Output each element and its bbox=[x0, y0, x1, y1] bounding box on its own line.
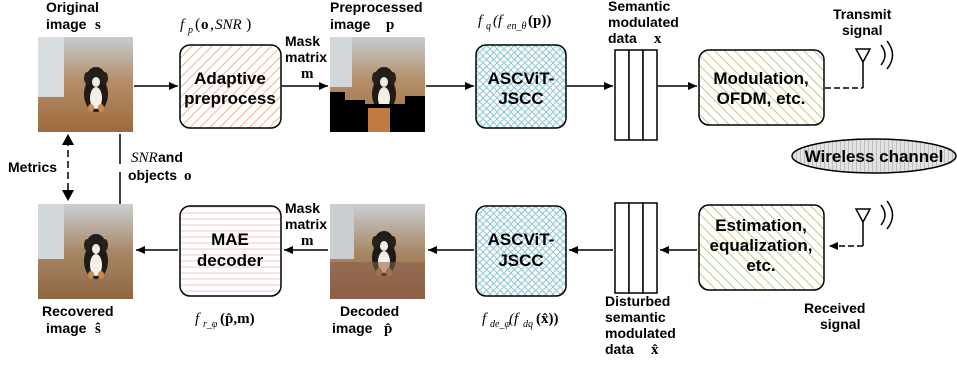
svg-text:and: and bbox=[158, 149, 183, 165]
transmit-label: Transmit bbox=[833, 6, 892, 22]
encoder-block: ASCViT- JSCC bbox=[475, 44, 567, 129]
disturbed-data-label-3: modulated bbox=[605, 325, 676, 341]
svg-text:dq: dq bbox=[523, 319, 533, 330]
modulation-block: Modulation, OFDM, etc. bbox=[698, 49, 825, 126]
svg-text:preprocess: preprocess bbox=[184, 89, 276, 108]
recovered-image-label: Recovered bbox=[42, 303, 114, 319]
svg-text:f: f bbox=[482, 311, 488, 327]
mask-matrix-bottom-label-2: matrix bbox=[285, 216, 327, 232]
svg-text:Adaptive: Adaptive bbox=[194, 69, 266, 88]
svg-text:o: o bbox=[201, 17, 209, 33]
feedback-label: SNR and objects o bbox=[128, 149, 192, 184]
svg-text:f: f bbox=[180, 17, 186, 33]
svg-text:MAE: MAE bbox=[211, 230, 249, 249]
disturbed-data-label-2: semantic bbox=[605, 309, 666, 325]
estimation-block: Estimation, equalization, etc. bbox=[698, 204, 825, 291]
encoder-function: f q (f en_θ (p)) bbox=[478, 13, 551, 32]
original-image bbox=[38, 37, 133, 132]
svg-text:OFDM, etc.: OFDM, etc. bbox=[717, 89, 806, 108]
svg-text:etc.: etc. bbox=[746, 256, 775, 275]
svg-text:r_φ: r_φ bbox=[203, 319, 218, 330]
received-label: Received bbox=[804, 300, 865, 316]
svg-text:f: f bbox=[195, 311, 201, 327]
semantic-data-label-3: data bbox=[608, 30, 637, 46]
svg-text:): ) bbox=[246, 16, 251, 33]
svg-text:p: p bbox=[187, 25, 193, 36]
mask-matrix-bottom-label: Mask bbox=[285, 200, 320, 216]
svg-text:SNR: SNR bbox=[131, 150, 158, 166]
svg-text:o: o bbox=[184, 168, 192, 184]
svg-text:(p̂,m): (p̂,m) bbox=[220, 311, 255, 327]
mask-matrix-top-label: Mask bbox=[285, 33, 320, 49]
svg-text:de_φ: de_φ bbox=[490, 319, 510, 330]
svg-text:f: f bbox=[478, 13, 484, 29]
decoded-image bbox=[330, 204, 425, 299]
decoded-image-label: Decoded bbox=[340, 303, 399, 319]
symbol-s: s bbox=[95, 17, 101, 33]
svg-text:(x̂)): (x̂)) bbox=[536, 311, 559, 327]
semantic-data-label-2: modulated bbox=[608, 14, 679, 30]
disturbed-data-label: Disturbed bbox=[605, 293, 670, 309]
transmit-antenna-icon bbox=[854, 40, 894, 88]
svg-text:(: ( bbox=[195, 16, 200, 33]
svg-text:equalization,: equalization, bbox=[710, 236, 813, 255]
recovered-image-label-2: image bbox=[46, 320, 87, 336]
svg-text:(f: (f bbox=[493, 13, 504, 29]
symbol-m-bottom: m bbox=[301, 233, 314, 249]
metrics-label: Metrics bbox=[8, 159, 57, 175]
received-label-2: signal bbox=[820, 316, 860, 332]
svg-text:ASCViT-: ASCViT- bbox=[488, 230, 555, 249]
reconstruction-function: f r_φ (p̂,m) bbox=[195, 311, 255, 330]
disturbed-data-label-4: data bbox=[605, 341, 634, 357]
decoder-function: f de_φ (f dq (x̂)) bbox=[482, 311, 559, 330]
preprocessed-image-label-2: image bbox=[330, 16, 371, 32]
svg-text:(p)): (p)) bbox=[528, 13, 551, 29]
symbol-m-top: m bbox=[301, 66, 314, 82]
preprocessed-image bbox=[330, 37, 425, 132]
disturbed-data-bars bbox=[614, 202, 658, 294]
svg-text:JSCC: JSCC bbox=[498, 89, 543, 108]
metrics-link bbox=[62, 134, 74, 201]
svg-text:objects: objects bbox=[128, 167, 177, 183]
transmit-label-2: signal bbox=[842, 22, 882, 38]
original-image-label-2: image bbox=[46, 16, 87, 32]
mask-matrix-top-label-2: matrix bbox=[285, 49, 327, 65]
decoder-block: ASCViT- JSCC bbox=[475, 205, 567, 297]
svg-text:,: , bbox=[210, 16, 214, 33]
semantic-data-label: Semantic bbox=[608, 0, 670, 14]
symbol-p-hat: p̂ bbox=[384, 321, 392, 337]
svg-text:en_θ: en_θ bbox=[507, 21, 526, 32]
svg-text:q: q bbox=[486, 21, 491, 32]
svg-text:Wireless channel: Wireless channel bbox=[805, 147, 944, 166]
svg-text:decoder: decoder bbox=[197, 251, 264, 270]
preprocessed-image-label: Preprocessed bbox=[330, 0, 423, 15]
semantic-data-bars bbox=[614, 49, 658, 141]
symbol-x-hat: x̂ bbox=[651, 342, 659, 358]
svg-text:(f: (f bbox=[509, 311, 520, 327]
preprocess-function: f p ( o , SNR ) bbox=[180, 16, 251, 36]
symbol-p: p bbox=[386, 17, 394, 33]
svg-text:JSCC: JSCC bbox=[498, 251, 543, 270]
symbol-s-hat: ŝ bbox=[95, 321, 101, 337]
svg-text:Estimation,: Estimation, bbox=[715, 216, 807, 235]
svg-text:SNR: SNR bbox=[215, 17, 242, 33]
svg-text:Modulation,: Modulation, bbox=[713, 69, 808, 88]
svg-text:ASCViT-: ASCViT- bbox=[488, 69, 555, 88]
recovered-image bbox=[38, 204, 133, 299]
original-image-label: Original bbox=[46, 0, 99, 15]
adaptive-preprocess-block: Adaptive preprocess bbox=[179, 44, 282, 129]
wireless-channel: Wireless channel bbox=[791, 138, 957, 174]
mae-decoder-block: MAE decoder bbox=[179, 205, 282, 297]
receive-antenna-icon bbox=[854, 200, 894, 246]
symbol-x: x bbox=[654, 31, 662, 47]
decoded-image-label-2: image bbox=[332, 320, 373, 336]
